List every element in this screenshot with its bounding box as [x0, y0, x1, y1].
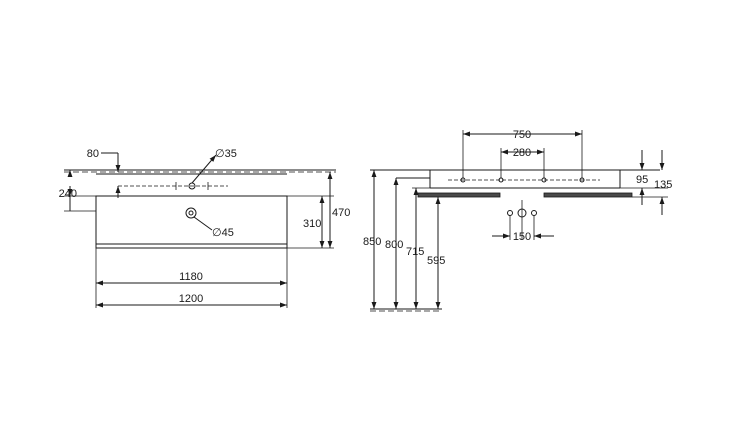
label-waste-diameter: ∅45: [212, 227, 234, 239]
side-view: 150 750 280 95 135 850 800: [363, 129, 672, 312]
label-tap-diameter: ∅35: [215, 148, 237, 160]
label-total-height: 135: [654, 179, 672, 191]
valve-right: [531, 210, 537, 216]
countertop-left: [417, 192, 501, 198]
label-mount-height: 850: [363, 236, 381, 248]
label-total-depth: 470: [332, 207, 350, 219]
label-bowl-front-depth: 310: [303, 218, 321, 230]
label-trap-height: 595: [427, 255, 445, 267]
label-overflow-offset: 80: [87, 148, 99, 160]
label-rim-height: 800: [385, 239, 403, 251]
label-tap-spacing-outer: 750: [513, 129, 531, 141]
top-view: ∅35 ∅45 80 240 470 310 1180: [59, 148, 350, 308]
label-inner-width: 1180: [179, 271, 203, 283]
label-waste-height: 715: [406, 246, 424, 258]
countertop-right: [543, 192, 633, 198]
label-bowl-depth-offset: 240: [59, 188, 77, 200]
valve-left: [507, 210, 513, 216]
waste-hole-inner: [188, 210, 194, 216]
label-total-width: 1200: [179, 293, 203, 305]
basin-outline: [95, 195, 288, 249]
label-basin-height: 95: [636, 174, 648, 186]
waste-hole: [185, 207, 197, 219]
leader-waste-diameter: [193, 216, 213, 231]
label-tap-spacing-inner: 280: [513, 147, 531, 159]
leader-tap-diameter: [191, 154, 217, 184]
label-valve-spacing: 150: [513, 231, 531, 243]
